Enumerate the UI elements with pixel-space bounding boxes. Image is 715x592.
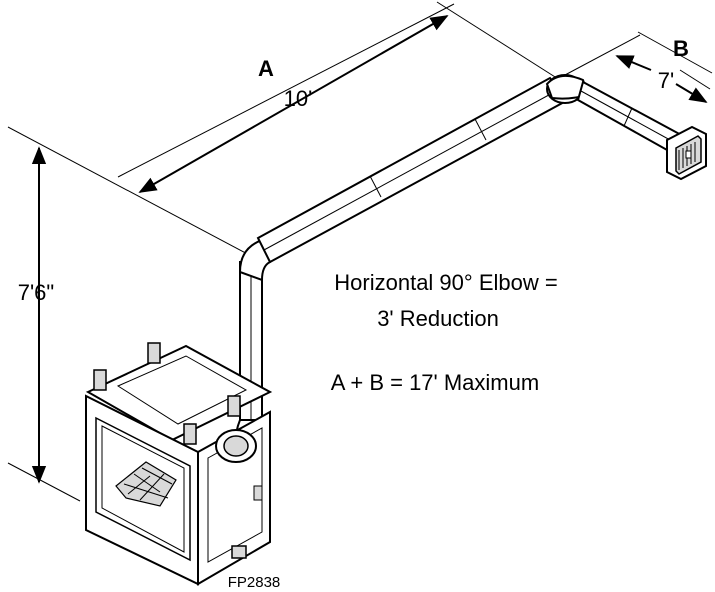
dimension-a-letter: A: [258, 56, 274, 81]
note-elbow-line1: Horizontal 90° Elbow =: [334, 270, 557, 295]
note-elbow-line2: 3' Reduction: [377, 306, 499, 331]
dimension-a-length: 10': [284, 86, 313, 111]
dimension-b-letter: B: [673, 36, 689, 61]
note-maximum: A + B = 17' Maximum: [331, 370, 539, 395]
fireplace-unit: [85, 342, 273, 586]
arrow-b-right: [675, 83, 708, 103]
arrow-b-left: [615, 55, 652, 71]
vent-pipe: [234, 74, 687, 460]
termination-cap: [666, 125, 707, 181]
dimension-height: 7'6": [18, 280, 54, 305]
figure-id: FP2838: [228, 574, 281, 591]
arrow-a: [138, 15, 449, 193]
labels: A 10' B 7' 7'6" Horizontal 90° Elbow = 3…: [18, 36, 689, 591]
dimension-arrows: [31, 15, 708, 484]
dimension-b-length: 7': [658, 68, 674, 93]
